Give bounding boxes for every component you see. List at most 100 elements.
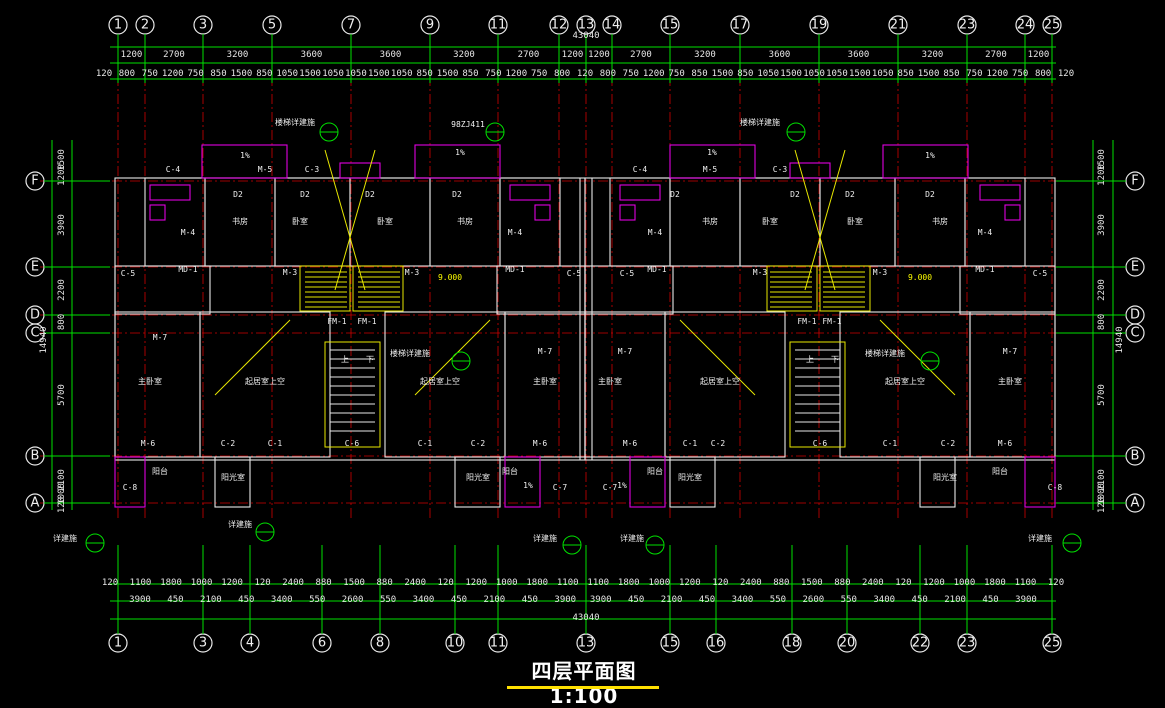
- room-label: 主卧室: [533, 376, 557, 386]
- dimension-bottom-row2: 450: [238, 595, 254, 605]
- room-label: 书房: [457, 216, 473, 226]
- axis-label-top: 5: [268, 18, 276, 33]
- dimension-top-row2: 1050: [872, 69, 894, 79]
- window-top: [339, 162, 381, 179]
- axis-label-row: B: [1131, 449, 1140, 464]
- axis-label-bottom: 10: [447, 636, 464, 651]
- room-label: 下: [831, 355, 839, 364]
- dimension-bottom-row2: 450: [699, 595, 715, 605]
- bathroom: [499, 177, 561, 267]
- door-window-tag: C-5: [1033, 269, 1048, 278]
- dimension-top-row1: 3600: [848, 50, 870, 60]
- wall-line: [334, 149, 376, 291]
- dimension-bottom-row1: 880: [315, 578, 331, 588]
- wall-line: [214, 319, 291, 396]
- axis-label-row: A: [31, 496, 40, 511]
- dimension-bottom-row1: 1100: [1015, 578, 1037, 588]
- dimension-bottom-row2: 3400: [873, 595, 895, 605]
- room-label: 书房: [932, 216, 948, 226]
- door-window-tag: MD-1: [505, 265, 524, 274]
- dimension-top-row2: 750: [623, 69, 639, 79]
- room-label: 上: [341, 355, 349, 364]
- door-window-tag: M-4: [978, 228, 993, 237]
- door-window-tag: D2: [925, 190, 935, 199]
- door-window-tag: C-2: [941, 439, 956, 448]
- sunroom: [454, 456, 501, 508]
- dimension-bottom-row2: 550: [309, 595, 325, 605]
- dimension-top-row1: 1200: [121, 50, 143, 60]
- axis-label-row: D: [1130, 308, 1140, 323]
- dimension-right: 1000: [1097, 483, 1107, 505]
- room-label: 阳台: [152, 466, 168, 476]
- axis-label-row: C: [30, 326, 39, 341]
- dimension-top-row1: 2700: [163, 50, 185, 60]
- axis-label-top: 23: [959, 18, 976, 33]
- door-window-tag: D2: [233, 190, 243, 199]
- wall-line: [879, 319, 956, 396]
- axis-label-row: E: [31, 260, 39, 275]
- dimension-bottom-row1: 120: [254, 578, 270, 588]
- stair: [299, 265, 351, 312]
- dimension-bottom-row1: 1800: [160, 578, 182, 588]
- axis-label-bottom: 16: [708, 636, 725, 651]
- door-window-tag: C-7: [553, 483, 568, 492]
- dimension-top-row2: 1050: [276, 69, 298, 79]
- dimension-right: 5700: [1097, 384, 1107, 406]
- door-window-tag: C-1: [268, 439, 283, 448]
- room-label: 1%: [455, 148, 465, 157]
- dimension-bottom-row2: 2100: [661, 595, 683, 605]
- dimension-bottom-row1: 2400: [404, 578, 426, 588]
- door-window-tag: M-3: [753, 268, 768, 277]
- dimension-total-top: 43040: [572, 31, 599, 41]
- axis-label-bottom: 18: [784, 636, 801, 651]
- dimension-bottom-row1: 1200: [923, 578, 945, 588]
- dimension-bottom-row1: 1100: [130, 578, 152, 588]
- door-window-tag: C-4: [633, 165, 648, 174]
- dimension-right: 800: [1097, 314, 1107, 330]
- door-window-tag: C-4: [166, 165, 181, 174]
- room-label: 阳台: [502, 466, 518, 476]
- dimension-top-row2: 1050: [322, 69, 344, 79]
- dimension-top-row1: 2700: [985, 50, 1007, 60]
- dimension-top-row1: 3200: [694, 50, 716, 60]
- room-label: 1%: [617, 481, 627, 490]
- dimension-top-row2: 750: [187, 69, 203, 79]
- dimension-bottom-row1: 1800: [526, 578, 548, 588]
- room-label: 书房: [232, 216, 248, 226]
- door-window-tag: MD-1: [975, 265, 994, 274]
- apartment-unit: [584, 144, 1056, 508]
- kitchen-area: [114, 265, 211, 315]
- axis-label-row: D: [30, 308, 40, 323]
- axis-label-bottom: 13: [578, 636, 595, 651]
- dimension-top-row2: 1200: [162, 69, 184, 79]
- axis-label-row: F: [1131, 174, 1138, 189]
- dimension-top-row2: 1050: [803, 69, 825, 79]
- dimension-top-row1: 1200: [1028, 50, 1050, 60]
- axis-label-top: 24: [1017, 18, 1034, 33]
- room-label: 书房: [702, 216, 718, 226]
- dimension-left: 1500: [57, 149, 67, 171]
- dimension-top-row2: 850: [462, 69, 478, 79]
- sunroom: [669, 456, 716, 508]
- dimension-bottom-row1: 1200: [679, 578, 701, 588]
- door-window-tag: M-7: [618, 347, 633, 356]
- dimension-top-row2: 800: [1035, 69, 1051, 79]
- door-window-tag: FM-1: [822, 317, 841, 326]
- room-label: 楼梯详建施: [740, 117, 780, 127]
- room-label: 阳光室: [678, 472, 702, 482]
- dimension-right: 1500: [1097, 149, 1107, 171]
- dimension-top-row2: 850: [737, 69, 753, 79]
- door-window-tag: MD-1: [647, 265, 666, 274]
- bedroom-room: [274, 177, 351, 267]
- balcony-top: [201, 144, 288, 179]
- door-window-tag: C-2: [471, 439, 486, 448]
- room-label: 阳光室: [221, 472, 245, 482]
- axis-label-bottom: 4: [246, 636, 254, 651]
- room-label: 起居室上空: [245, 376, 285, 386]
- balcony-bottom: [504, 456, 541, 508]
- stair-lower: [324, 341, 381, 448]
- door-window-tag: C-3: [305, 165, 320, 174]
- axis-label-bottom: 1: [114, 636, 122, 651]
- dimension-top-row2: 750: [485, 69, 501, 79]
